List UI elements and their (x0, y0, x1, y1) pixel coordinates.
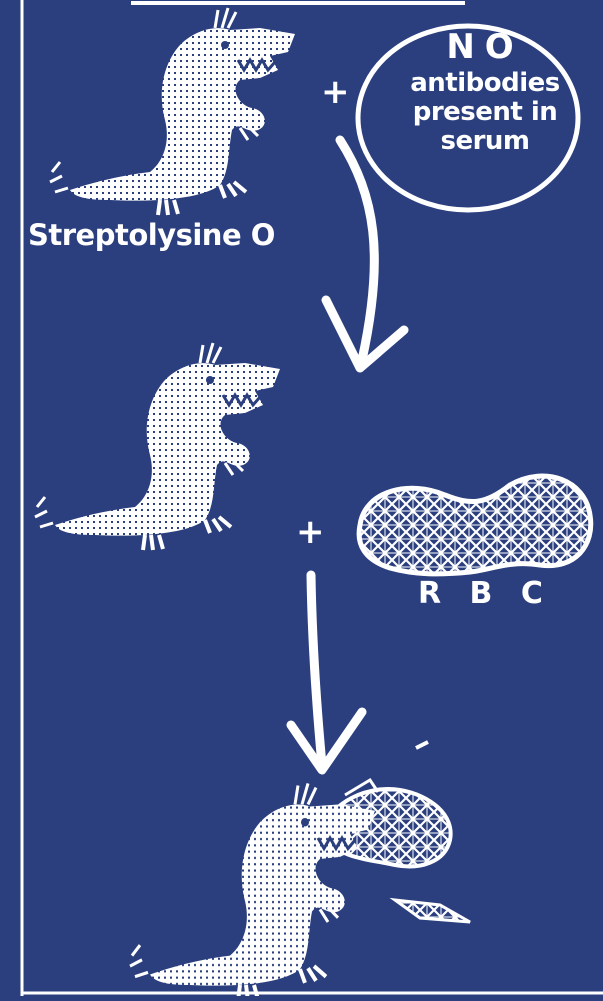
plus-sign-middle: + (296, 512, 325, 552)
bubble-line-antibodies: antibodies (385, 70, 585, 96)
dinosaur-toxin-icon (50, 8, 295, 215)
plus-sign-top: + (321, 72, 350, 112)
speech-bubble-text: NO antibodies present in serum (385, 30, 585, 157)
bubble-line-serum: serum (385, 128, 585, 154)
rbc-label: R B C (418, 576, 552, 611)
arrow-down-icon-2 (291, 575, 362, 770)
arrow-down-icon (326, 140, 404, 368)
dinosaur-toxin-icon-3 (130, 783, 375, 996)
red-blood-cell-icon (359, 476, 591, 574)
bubble-line-no: NO (385, 30, 585, 64)
streptolysin-label: Streptolysine O (28, 218, 275, 252)
dinosaur-toxin-icon-2 (35, 343, 280, 550)
bubble-line-present: present in (385, 99, 585, 125)
